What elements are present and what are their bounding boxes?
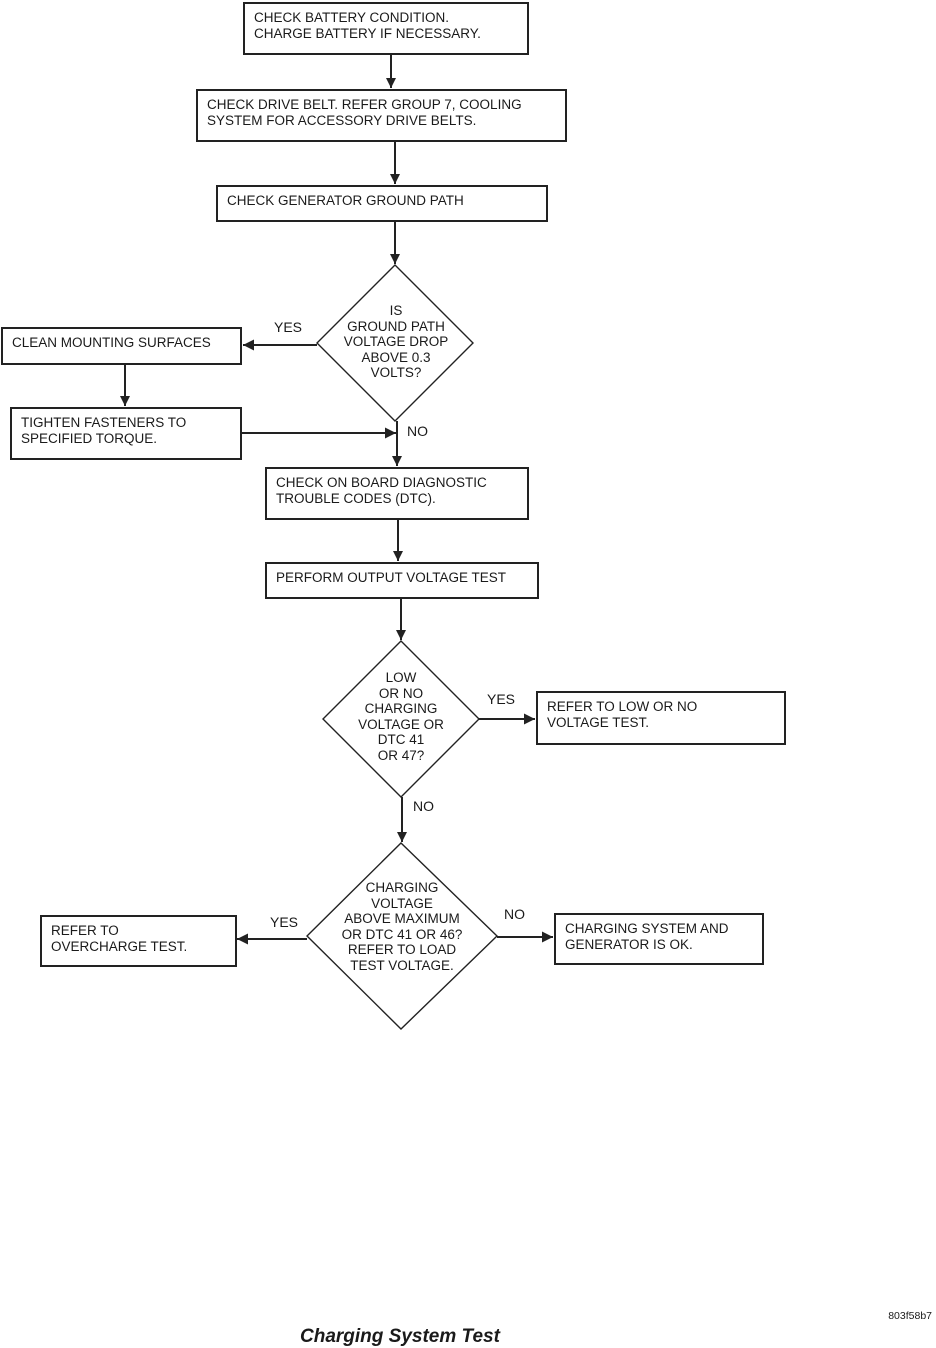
box-overcharge-test: REFER TO OVERCHARGE TEST. [40, 915, 237, 967]
box-tighten-fasteners: TIGHTEN FASTENERS TO SPECIFIED TORQUE. [10, 407, 242, 460]
label-no-ground: NO [407, 423, 428, 439]
box-check-ground-path: CHECK GENERATOR GROUND PATH [216, 185, 548, 222]
box-check-dtc: CHECK ON BOARD DIAGNOSTIC TROUBLE CODES … [265, 467, 529, 520]
decision-diamond-above-max [306, 842, 499, 1030]
decision-text-above-max: CHARGING VOLTAGE ABOVE MAXIMUM OR DTC 41… [341, 880, 463, 973]
label-no-max: NO [504, 906, 525, 922]
label-yes-max: YES [270, 914, 299, 930]
decision-text-low-voltage: LOW OR NO CHARGING VOLTAGE OR DTC 41 OR … [358, 670, 444, 763]
box-system-ok: CHARGING SYSTEM AND GENERATOR IS OK. [554, 913, 764, 965]
decision-diamond-ground-drop [316, 264, 474, 422]
figure-caption: Charging System Test [300, 1326, 500, 1347]
label-no-low: NO [413, 798, 434, 814]
box-low-voltage-test: REFER TO LOW OR NO VOLTAGE TEST. [536, 691, 786, 745]
label-yes-ground: YES [274, 319, 303, 335]
figure-code: 803f58b7 [888, 1310, 932, 1322]
box-check-drive-belt: CHECK DRIVE BELT. REFER GROUP 7, COOLING… [196, 89, 567, 142]
box-clean-mounting-surfaces: CLEAN MOUNTING SURFACES [1, 327, 242, 365]
decision-text-ground-drop: IS GROUND PATH VOLTAGE DROP ABOVE 0.3 VO… [343, 303, 449, 380]
box-output-voltage-test: PERFORM OUTPUT VOLTAGE TEST [265, 562, 539, 599]
label-yes-low: YES [487, 691, 516, 707]
box-check-battery: CHECK BATTERY CONDITION. CHARGE BATTERY … [243, 2, 529, 55]
